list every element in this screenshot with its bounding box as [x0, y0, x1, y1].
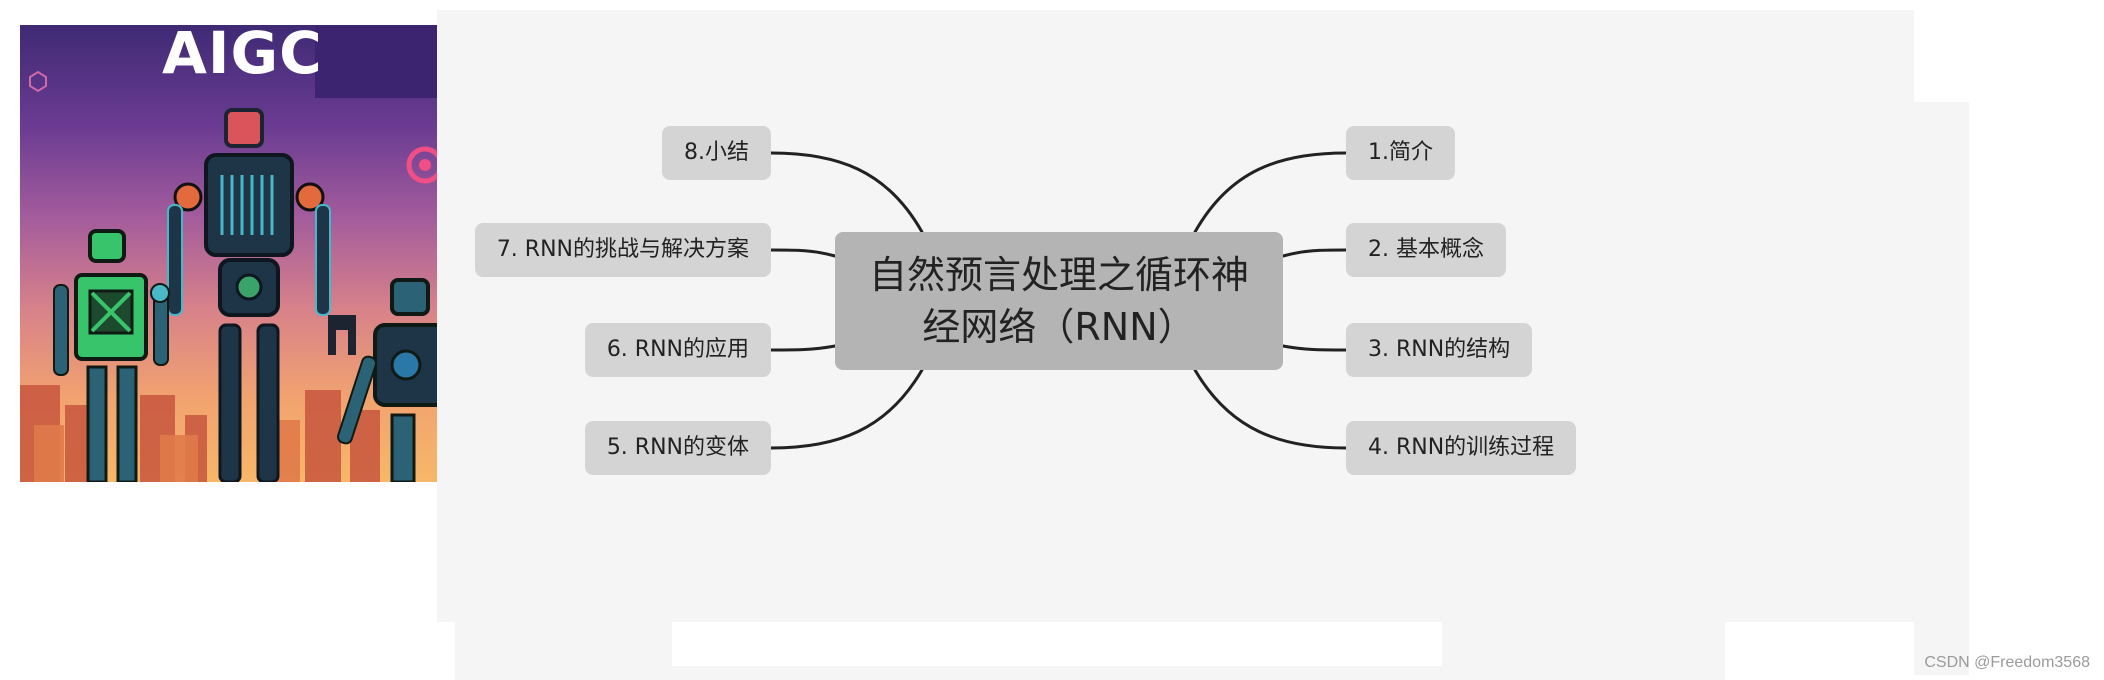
canvas-panel-right: [1914, 102, 1969, 675]
topic-label: 2. 基本概念: [1368, 237, 1484, 262]
robot-artwork: [20, 70, 437, 482]
topic-label: 3. RNN的结构: [1368, 337, 1511, 362]
topic-label: 1.简介: [1368, 140, 1433, 165]
csdn-watermark: CSDN @Freedom3568: [1924, 654, 2090, 671]
topic-label: 5. RNN的变体: [606, 435, 749, 460]
topic-applications[interactable]: 6. RNN的应用: [584, 323, 771, 377]
topic-rnn-structure[interactable]: 3. RNN的结构: [1346, 323, 1533, 377]
aigc-robot-illustration: AIGC: [20, 25, 437, 482]
link-left-7: [769, 248, 837, 258]
link-left-6: [769, 344, 837, 352]
central-topic-label: 自然预言处理之循环神经网络（RNN）: [868, 253, 1249, 349]
link-right-3: [1281, 344, 1348, 352]
canvas-blank-strip: [672, 622, 1442, 666]
topic-summary[interactable]: 8.小结: [662, 126, 771, 180]
topic-introduction[interactable]: 1.简介: [1346, 126, 1455, 180]
topic-rnn-training[interactable]: 4. RNN的训练过程: [1346, 421, 1577, 475]
topic-label: 7. RNN的挑战与解决方案: [496, 237, 749, 262]
topic-label: 4. RNN的训练过程: [1368, 435, 1555, 460]
topic-label: 6. RNN的应用: [606, 337, 749, 362]
central-topic[interactable]: 自然预言处理之循环神经网络（RNN）: [835, 232, 1283, 370]
link-left-5: [769, 368, 924, 450]
topic-challenges-solutions[interactable]: 7. RNN的挑战与解决方案: [474, 223, 771, 277]
aigc-logo-text: AIGC: [162, 25, 323, 87]
topic-variants[interactable]: 5. RNN的变体: [584, 421, 771, 475]
topic-basic-concepts[interactable]: 2. 基本概念: [1346, 223, 1506, 277]
link-right-4: [1193, 368, 1348, 450]
link-right-2: [1281, 248, 1348, 258]
link-left-8: [769, 151, 924, 234]
topic-label: 8.小结: [684, 140, 749, 165]
link-right-1: [1193, 151, 1348, 234]
illustration-corner-block: [315, 25, 437, 98]
